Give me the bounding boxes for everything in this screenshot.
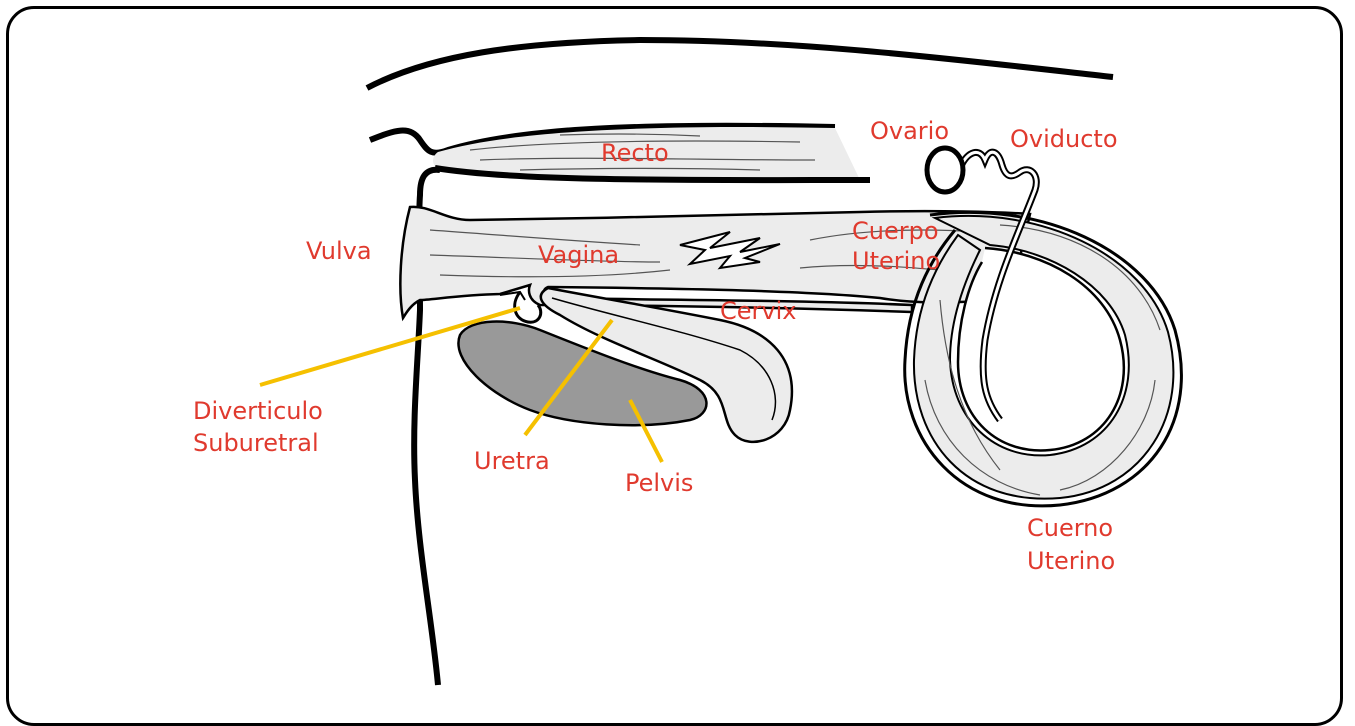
label-cervix: Cervix	[720, 296, 796, 326]
label-cuerno-uterino-line1: Cuerno	[1027, 513, 1113, 543]
label-oviducto: Oviducto	[1010, 124, 1118, 154]
label-diverticulo-line1: Diverticulo	[193, 396, 323, 426]
label-recto: Recto	[601, 138, 669, 168]
label-cuerno-uterino-line2: Uterino	[1027, 546, 1115, 576]
label-vulva: Vulva	[306, 236, 372, 266]
label-diverticulo-line2: Suburetral	[193, 428, 319, 458]
back-line	[367, 40, 1113, 88]
label-cuerpo-uterino-line2: Uterino	[852, 246, 940, 276]
label-vagina: Vagina	[538, 240, 619, 270]
ovary	[927, 148, 963, 192]
label-pelvis: Pelvis	[625, 468, 693, 498]
label-cuerpo-uterino-line1: Cuerpo	[852, 216, 939, 246]
label-ovario: Ovario	[870, 116, 949, 146]
label-uretra: Uretra	[474, 446, 550, 476]
